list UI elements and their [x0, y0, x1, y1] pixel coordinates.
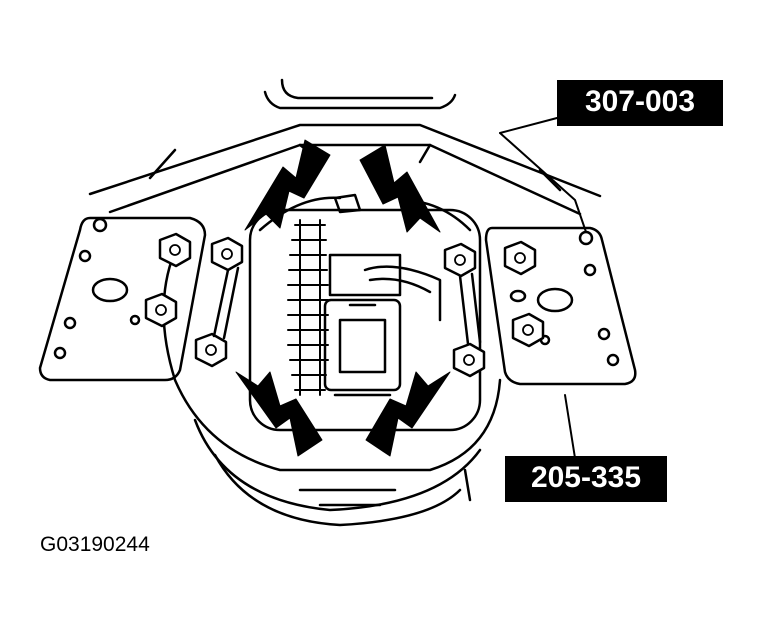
fixture-handle-inner [280, 78, 434, 100]
figure-id: G03190244 [40, 533, 150, 556]
bolt [511, 312, 545, 348]
fixture-handle [263, 90, 457, 110]
housing-upper-outline [88, 123, 602, 198]
callout-205-335: 205-335 [505, 456, 667, 502]
arrow-upper-right [359, 144, 441, 233]
housing-lower-ring [193, 418, 482, 512]
center-component [323, 298, 402, 392]
arrow-lower-left [235, 371, 323, 457]
callout-307-003: 307-003 [557, 80, 723, 126]
comb-teeth [287, 219, 329, 396]
inner-cavity [248, 208, 482, 432]
bolt [452, 342, 486, 378]
leader-line-307-003 [499, 117, 558, 134]
direction-arrows [235, 139, 451, 457]
right-plate [484, 226, 637, 386]
bolt [503, 240, 537, 276]
bolt [144, 292, 178, 328]
bolts [144, 232, 545, 378]
bolt [158, 232, 192, 268]
arrow-lower-right [365, 371, 451, 457]
leader-line-205-335 [564, 394, 576, 459]
leader-line-307-003-b [499, 132, 587, 233]
left-plate [38, 216, 207, 382]
bolt [443, 242, 477, 278]
bolt [210, 236, 244, 272]
housing-upper-inner [108, 143, 582, 216]
bolt [194, 332, 228, 368]
arrow-upper-left [244, 139, 331, 231]
